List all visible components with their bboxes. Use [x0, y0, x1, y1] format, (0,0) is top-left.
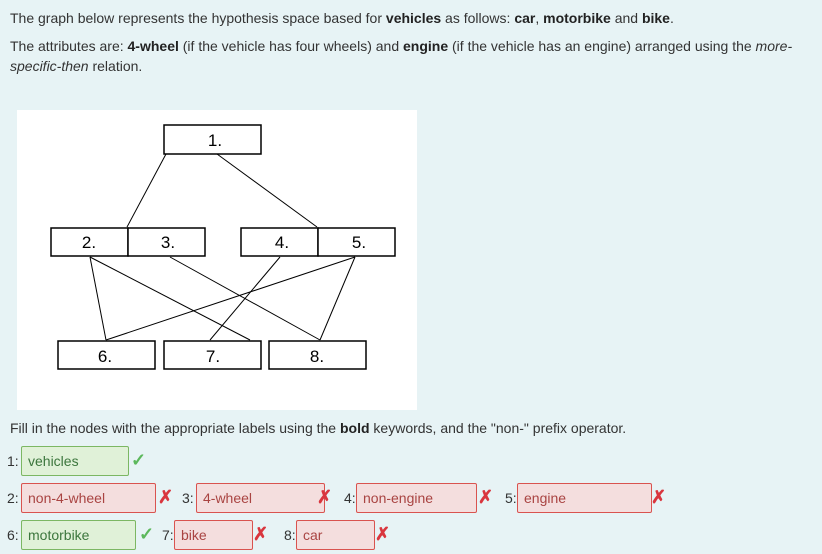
answer-field-8[interactable]: car [296, 520, 375, 550]
answer-field-7[interactable]: bike [174, 520, 253, 550]
intro-text: and [610, 10, 642, 26]
instruction-part: Fill in the nodes with the appropriate l… [10, 420, 340, 436]
node-3-box [127, 227, 206, 257]
answer-field-2[interactable]: non-4-wheel [21, 483, 156, 513]
node-3-label: 3. [161, 233, 175, 252]
cross-icon: ✗ [317, 487, 333, 507]
node-7-label: 7. [206, 347, 220, 366]
instruction-text: Fill in the nodes with the appropriate l… [10, 418, 626, 438]
graph-svg: 1. 2. 3. 4. 5. 6. 7. 8. [50, 124, 396, 370]
node-5-box [317, 227, 396, 257]
answer-field-5[interactable]: engine [517, 483, 652, 513]
intro-paragraph-1: The graph below represents the hypothesi… [10, 8, 674, 28]
node-1-label: 1. [208, 131, 222, 150]
answer-number: 6: [7, 527, 19, 543]
cross-icon: ✗ [158, 487, 174, 507]
hypothesis-graph: 1. 2. 3. 4. 5. 6. 7. 8. [17, 110, 417, 410]
keyword-motorbike: motorbike [543, 10, 611, 26]
cross-icon: ✗ [375, 524, 391, 544]
node-7-box [163, 340, 262, 370]
instruction-part: keywords, and the "non-" prefix operator… [369, 420, 627, 436]
check-icon: ✓ [131, 450, 147, 470]
answer-number: 3: [182, 490, 194, 506]
edge-2-6 [89, 256, 107, 341]
edge-4-7 [209, 256, 281, 341]
node-4-box [240, 227, 319, 257]
intro-text: as follows: [441, 10, 515, 26]
intro-paragraph-2: The attributes are: 4-wheel (if the vehi… [10, 36, 800, 76]
keyword-4-wheel: 4-wheel [127, 38, 179, 54]
intro-text: (if the vehicle has an engine) arranged … [448, 38, 756, 54]
node-1-box [163, 124, 262, 155]
edge-5-8 [319, 256, 356, 341]
check-icon: ✓ [139, 524, 155, 544]
edge-1-5 [216, 153, 318, 228]
node-2-box [50, 227, 129, 257]
cross-icon: ✗ [651, 487, 667, 507]
answer-number: 4: [344, 490, 356, 506]
intro-text: . [669, 10, 674, 26]
intro-text: (if the vehicle has four wheels) and [178, 38, 403, 54]
answer-field-3[interactable]: 4-wheel [196, 483, 325, 513]
node-8-label: 8. [310, 347, 324, 366]
answer-field-6[interactable]: motorbike [21, 520, 136, 550]
answer-number: 5: [505, 490, 517, 506]
intro-text: , [535, 10, 544, 26]
relation-name: more-specific-then [10, 38, 793, 74]
answer-number: 8: [284, 527, 296, 543]
cross-icon: ✗ [253, 524, 269, 544]
intro-text: The graph below represents the hypothesi… [10, 10, 386, 26]
edge-5-6 [105, 256, 356, 341]
node-2-label: 2. [82, 233, 96, 252]
answer-number: 7: [162, 527, 174, 543]
node-5-label: 5. [352, 233, 366, 252]
edge-2-8 [89, 256, 251, 341]
answer-number: 2: [7, 490, 19, 506]
node-8-box [268, 340, 367, 370]
answer-field-1[interactable]: vehicles [21, 446, 129, 476]
answer-field-4[interactable]: non-engine [356, 483, 477, 513]
keyword-vehicles: vehicles [385, 10, 442, 26]
node-4-label: 4. [275, 233, 289, 252]
answer-number: 1: [7, 453, 19, 469]
intro-text: relation. [88, 58, 143, 74]
edge-1-2 [126, 153, 167, 228]
cross-icon: ✗ [478, 487, 494, 507]
keyword-bike: bike [641, 10, 670, 26]
keyword-car: car [514, 10, 536, 26]
instruction-bold: bold [339, 420, 370, 436]
intro-text: The attributes are: [10, 38, 128, 54]
node-6-label: 6. [98, 347, 112, 366]
keyword-engine: engine [403, 38, 449, 54]
node-6-box [57, 340, 156, 370]
